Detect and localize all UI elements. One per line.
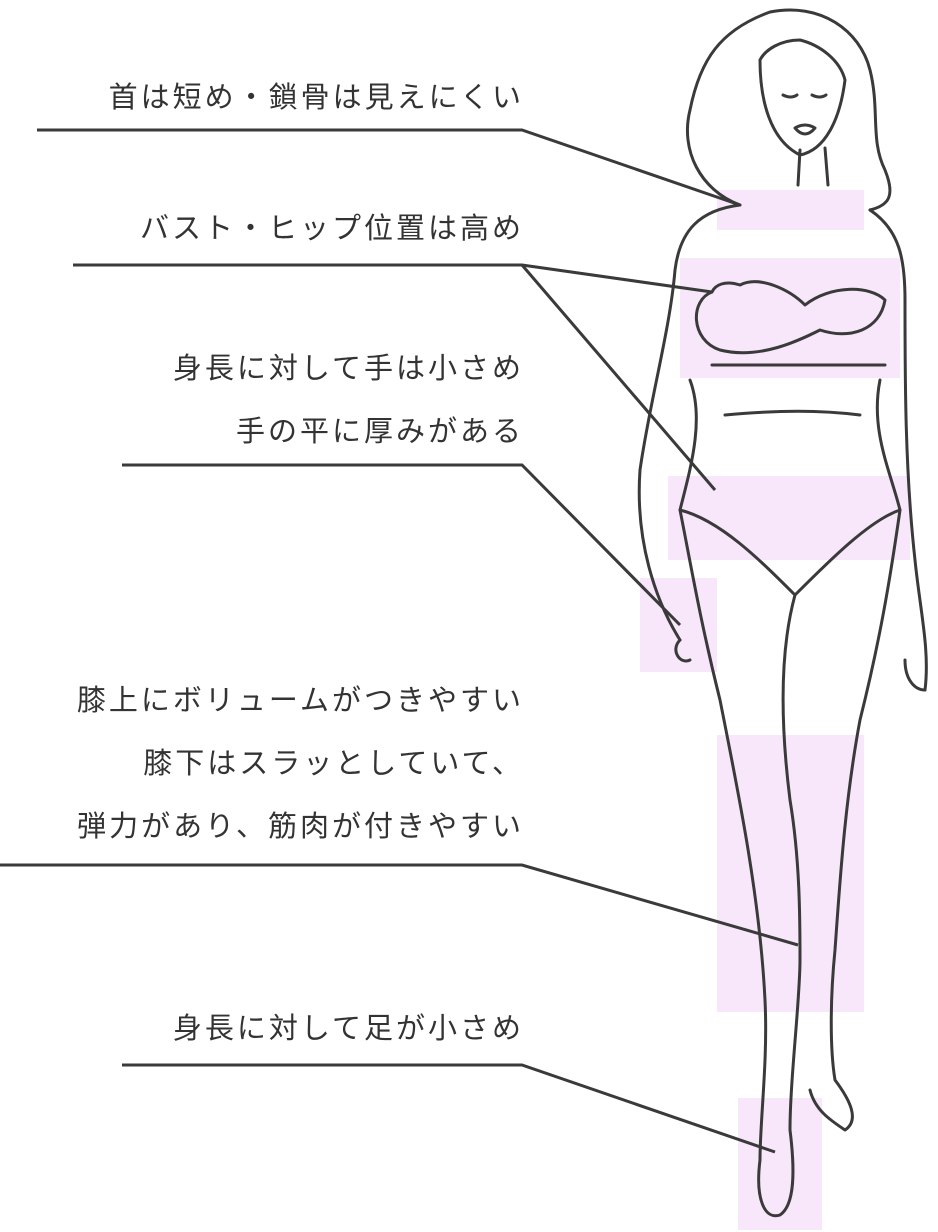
annotation-text: 膝上にボリュームがつきやすい [76,683,524,717]
annotation-text: 弾力があり、筋肉が付きやすい [77,809,524,843]
highlight-hip [668,476,910,560]
annotation-bust-hip: バスト・ヒップ位置は高め [140,197,524,260]
highlight-areas [640,190,910,1230]
annotation-text: 身長に対して足が小さめ [172,1011,524,1045]
leader-line-hand [122,463,682,627]
annotation-text: 身長に対して手は小さめ [172,351,524,385]
annotation-text: 手の平に厚みがある [235,414,524,448]
leader-line-legs [0,863,799,947]
annotation-legs: 膝上にボリュームがつきやすい 膝下はスラッとしていて、 弾力があり、筋肉が付きや… [77,669,524,858]
leader-line-bust [73,263,713,294]
annotation-text: バスト・ヒップ位置は高め [139,211,524,245]
annotation-foot: 身長に対して足が小さめ [173,997,524,1060]
leader-line-hip [520,264,717,491]
leader-line-neck [37,128,741,207]
leader-lines [0,128,799,1154]
highlight-foot [738,1098,822,1230]
annotation-text: 膝下はスラッとしていて、 [143,746,524,780]
annotation-hand: 身長に対して手は小さめ 手の平に厚みがある [173,337,524,463]
highlight-neck [717,190,864,230]
annotation-neck: 首は短め・鎖骨は見えにくい [109,66,524,129]
annotation-text: 首は短め・鎖骨は見えにくい [108,80,524,114]
figure-outline [637,8,928,1218]
leader-line-foot [122,1063,776,1154]
highlight-bust [680,258,900,378]
